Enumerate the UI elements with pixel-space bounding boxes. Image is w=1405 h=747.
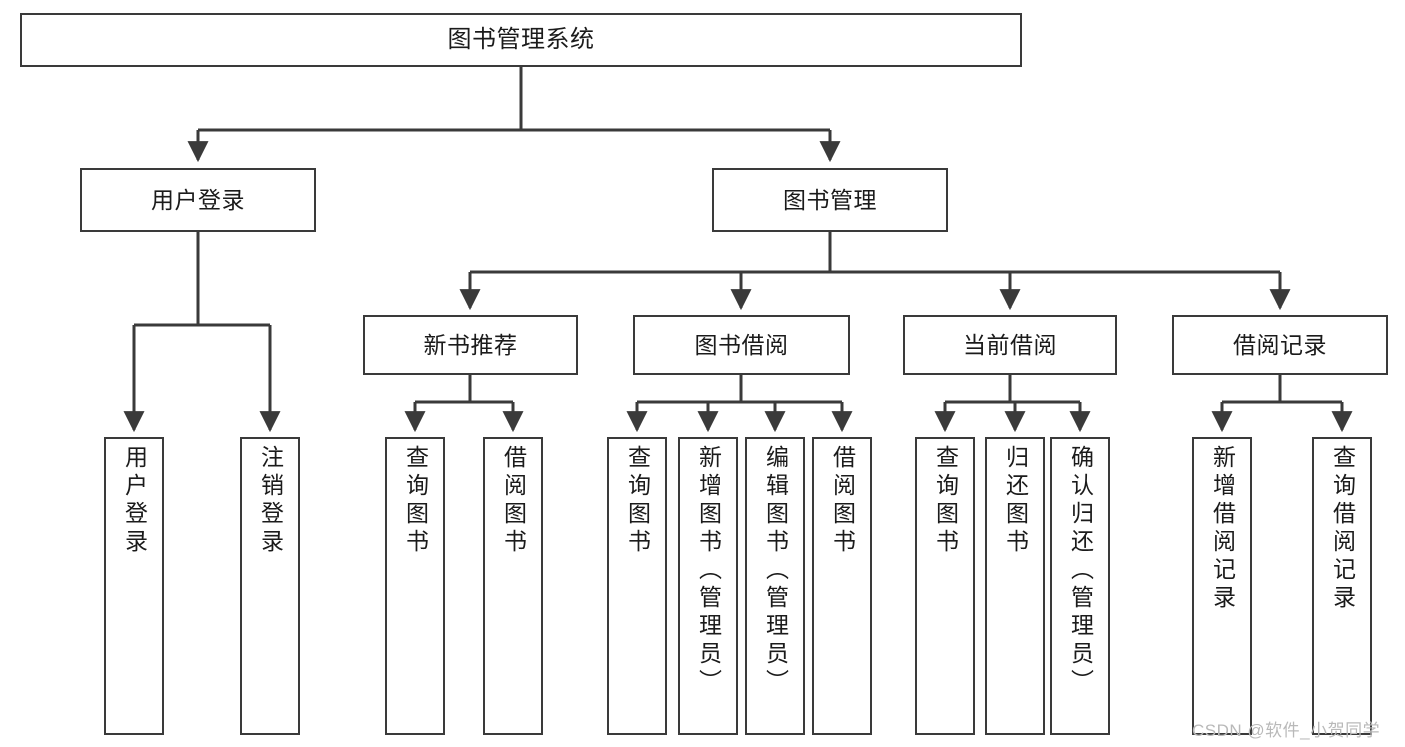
leaf-confirm-return-admin-label: 确认归还（管理员） (1067, 445, 1094, 697)
node-book-borrow[interactable]: 图书借阅 (633, 315, 850, 375)
leaf-query-book-recommend-label: 查询图书 (402, 445, 429, 557)
leaf-borrow-book-label: 借阅图书 (829, 445, 856, 557)
node-new-book-recommend[interactable]: 新书推荐 (363, 315, 578, 375)
node-new-book-recommend-label: 新书推荐 (423, 331, 518, 358)
leaf-user-login-label: 用户登录 (121, 445, 148, 557)
node-root[interactable]: 图书管理系统 (20, 13, 1022, 67)
node-book-manage[interactable]: 图书管理 (712, 168, 948, 232)
leaf-query-book-current[interactable]: 查询图书 (915, 437, 975, 735)
node-book-borrow-label: 图书借阅 (694, 331, 789, 358)
leaf-query-book-borrow[interactable]: 查询图书 (607, 437, 667, 735)
leaf-query-book-borrow-label: 查询图书 (624, 445, 651, 557)
node-root-label: 图书管理系统 (447, 26, 595, 54)
leaf-add-borrow-record-label: 新增借阅记录 (1209, 445, 1236, 613)
leaf-add-book-admin[interactable]: 新增图书（管理员） (678, 437, 738, 735)
leaf-edit-book-admin[interactable]: 编辑图书（管理员） (745, 437, 805, 735)
leaf-borrow-book-recommend-label: 借阅图书 (500, 445, 527, 557)
node-current-borrow[interactable]: 当前借阅 (903, 315, 1117, 375)
node-borrow-record-label: 借阅记录 (1233, 331, 1327, 358)
node-book-manage-label: 图书管理 (783, 186, 877, 213)
leaf-query-book-current-label: 查询图书 (932, 445, 959, 557)
leaf-borrow-book-recommend[interactable]: 借阅图书 (483, 437, 543, 735)
leaf-edit-book-admin-label: 编辑图书（管理员） (762, 445, 789, 697)
leaf-borrow-book[interactable]: 借阅图书 (812, 437, 872, 735)
leaf-query-book-recommend[interactable]: 查询图书 (385, 437, 445, 735)
leaf-add-book-admin-label: 新增图书（管理员） (695, 445, 722, 697)
leaf-query-borrow-record[interactable]: 查询借阅记录 (1312, 437, 1372, 735)
node-user-login[interactable]: 用户登录 (80, 168, 316, 232)
leaf-user-logout-label: 注销登录 (257, 445, 284, 557)
leaf-user-login[interactable]: 用户登录 (104, 437, 164, 735)
node-user-login-label: 用户登录 (151, 186, 245, 213)
csdn-watermark: CSDN @软件_小贺同学 (1192, 721, 1381, 740)
leaf-return-book-label: 归还图书 (1002, 445, 1029, 557)
leaf-confirm-return-admin[interactable]: 确认归还（管理员） (1050, 437, 1110, 735)
leaf-add-borrow-record[interactable]: 新增借阅记录 (1192, 437, 1252, 735)
node-current-borrow-label: 当前借阅 (963, 331, 1057, 358)
leaf-query-borrow-record-label: 查询借阅记录 (1329, 445, 1356, 613)
leaf-user-logout[interactable]: 注销登录 (240, 437, 300, 735)
leaf-return-book[interactable]: 归还图书 (985, 437, 1045, 735)
node-borrow-record[interactable]: 借阅记录 (1172, 315, 1388, 375)
